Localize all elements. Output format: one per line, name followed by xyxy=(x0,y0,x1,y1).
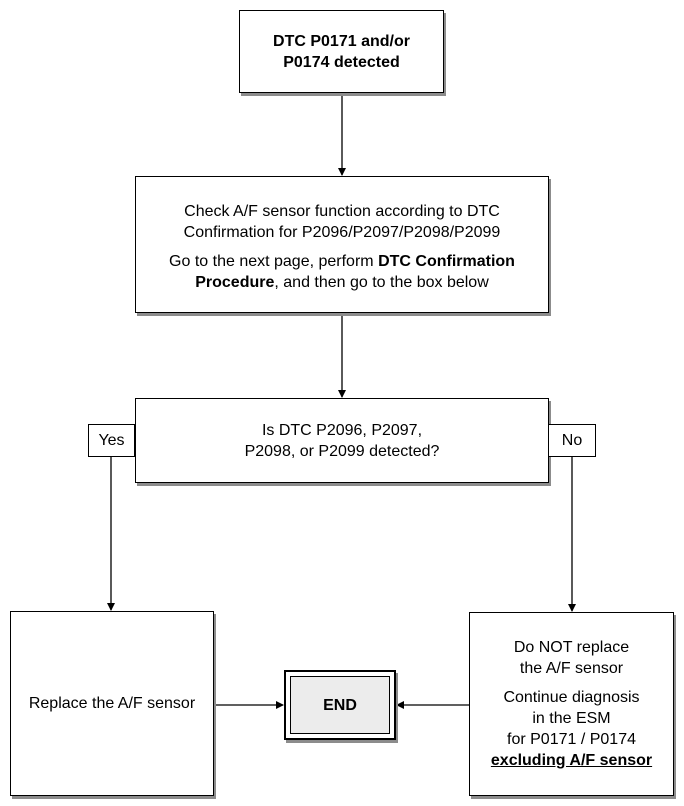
replace-text: Replace the A/F sensor xyxy=(28,695,196,712)
end-inner-box: END xyxy=(290,676,390,734)
check-para2-prefix: Go to the next page, perform xyxy=(169,253,379,270)
yes-branch-label: Yes xyxy=(88,424,135,457)
noreplace-line-6: excluding A/F sensor xyxy=(490,752,653,769)
decision-box: Is DTC P2096, P2097, P2098, or P2099 det… xyxy=(135,398,549,483)
replace-sensor-box: Replace the A/F sensor xyxy=(10,611,214,796)
noreplace-line-3: Continue diagnosis xyxy=(503,689,640,706)
start-box: DTC P0171 and/or P0174 detected xyxy=(239,10,444,93)
noreplace-line-4: in the ESM xyxy=(532,710,611,727)
noreplace-line-1: Do NOT replace xyxy=(513,639,630,656)
noreplace-paragraph-1: Do NOT replace the A/F sensor xyxy=(470,637,673,679)
noreplace-line-2: the A/F sensor xyxy=(519,660,624,677)
start-line-2: P0174 detected xyxy=(283,53,400,71)
noreplace-paragraph-2: Continue diagnosis in the ESM for P0171 … xyxy=(470,687,673,771)
check-para2-suffix: , and then go to the box below xyxy=(274,274,489,291)
check-line-1: Check A/F sensor function according to D… xyxy=(184,203,500,220)
check-paragraph-2: Go to the next page, perform DTC Confirm… xyxy=(136,251,548,293)
check-para2-bold: DTC Confirmation Procedure xyxy=(195,253,515,291)
end-text: END xyxy=(323,696,357,714)
noreplace-line-5: for P0171 / P0174 xyxy=(507,731,636,748)
start-line-1: DTC P0171 and/or xyxy=(273,32,410,50)
no-branch-label: No xyxy=(548,424,596,457)
check-paragraph-1: Check A/F sensor function according to D… xyxy=(136,201,548,243)
do-not-replace-box: Do NOT replace the A/F sensor Continue d… xyxy=(469,612,674,796)
check-sensor-box: Check A/F sensor function according to D… xyxy=(135,176,549,313)
decision-line-2: P2098, or P2099 detected? xyxy=(244,442,440,460)
end-box: END xyxy=(284,670,396,740)
decision-line-1: Is DTC P2096, P2097, xyxy=(261,421,423,439)
check-line-2: Confirmation for P2096/P2097/P2098/P2099 xyxy=(183,224,501,241)
